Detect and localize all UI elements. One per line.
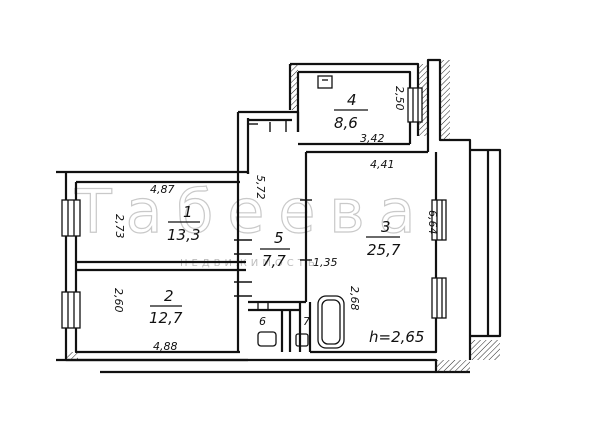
toilet-icon [295, 333, 309, 347]
window-room2 [61, 291, 81, 329]
sink-icon [257, 331, 277, 347]
stove-icon [317, 75, 333, 89]
watermark-brand: Табеева [74, 177, 429, 247]
room-5-number: 5 [274, 229, 284, 247]
room-4-number: 4 [347, 91, 357, 109]
window-room4 [407, 87, 423, 123]
dim-r1-width: 4,87 [150, 183, 175, 196]
room-6-number: 6 [259, 315, 266, 328]
window-room3-upper [431, 199, 447, 241]
wall-hatch [66, 60, 500, 372]
windows [61, 87, 447, 329]
dim-r4-width: 3,42 [360, 132, 385, 145]
door-marks [234, 120, 312, 297]
dim-r1-depth: 2,73 [113, 214, 126, 239]
dim-r3-top: 4,41 [370, 158, 395, 171]
watermark-sub: НЕДВИЖИМОСТЬ [180, 258, 319, 269]
dim-bath-len: 2,68 [348, 286, 361, 311]
room-1-area: 13,3 [167, 226, 200, 244]
room-2-area: 12,7 [149, 309, 183, 327]
room-2-number: 2 [164, 287, 174, 305]
dim-r2-width: 4,88 [153, 340, 178, 353]
ceiling-height: h=2,65 [369, 328, 424, 346]
dim-r3-side: 6,64 [426, 210, 439, 235]
dimension-labels: 4,87 2,73 2,60 4,88 4,41 6,64 3,42 2,50 … [112, 86, 439, 353]
room-3-area: 25,7 [367, 241, 401, 259]
room-7-number: 7 [303, 315, 310, 328]
room-labels: 1 13,3 2 12,7 3 25,7 4 8,6 5 7,7 6 7 [149, 91, 401, 328]
dim-r4-depth: 2,50 [393, 86, 406, 111]
bathtub-icon [317, 295, 345, 349]
fixtures [257, 75, 345, 349]
watermark: Табеева НЕДВИЖИМОСТЬ [73, 176, 429, 269]
dim-corridor-len: 5,72 [254, 175, 267, 200]
dim-corridor-width: 1,35 [313, 256, 338, 269]
room-1-number: 1 [183, 203, 193, 221]
riser-icon [257, 301, 269, 311]
window-room3-lower [431, 277, 447, 319]
room-3-number: 3 [381, 218, 391, 236]
room-5-area: 7,7 [262, 252, 286, 270]
room-4-area: 8,6 [334, 114, 358, 132]
dim-r2-depth: 2,60 [112, 288, 125, 313]
window-room1 [61, 199, 81, 237]
